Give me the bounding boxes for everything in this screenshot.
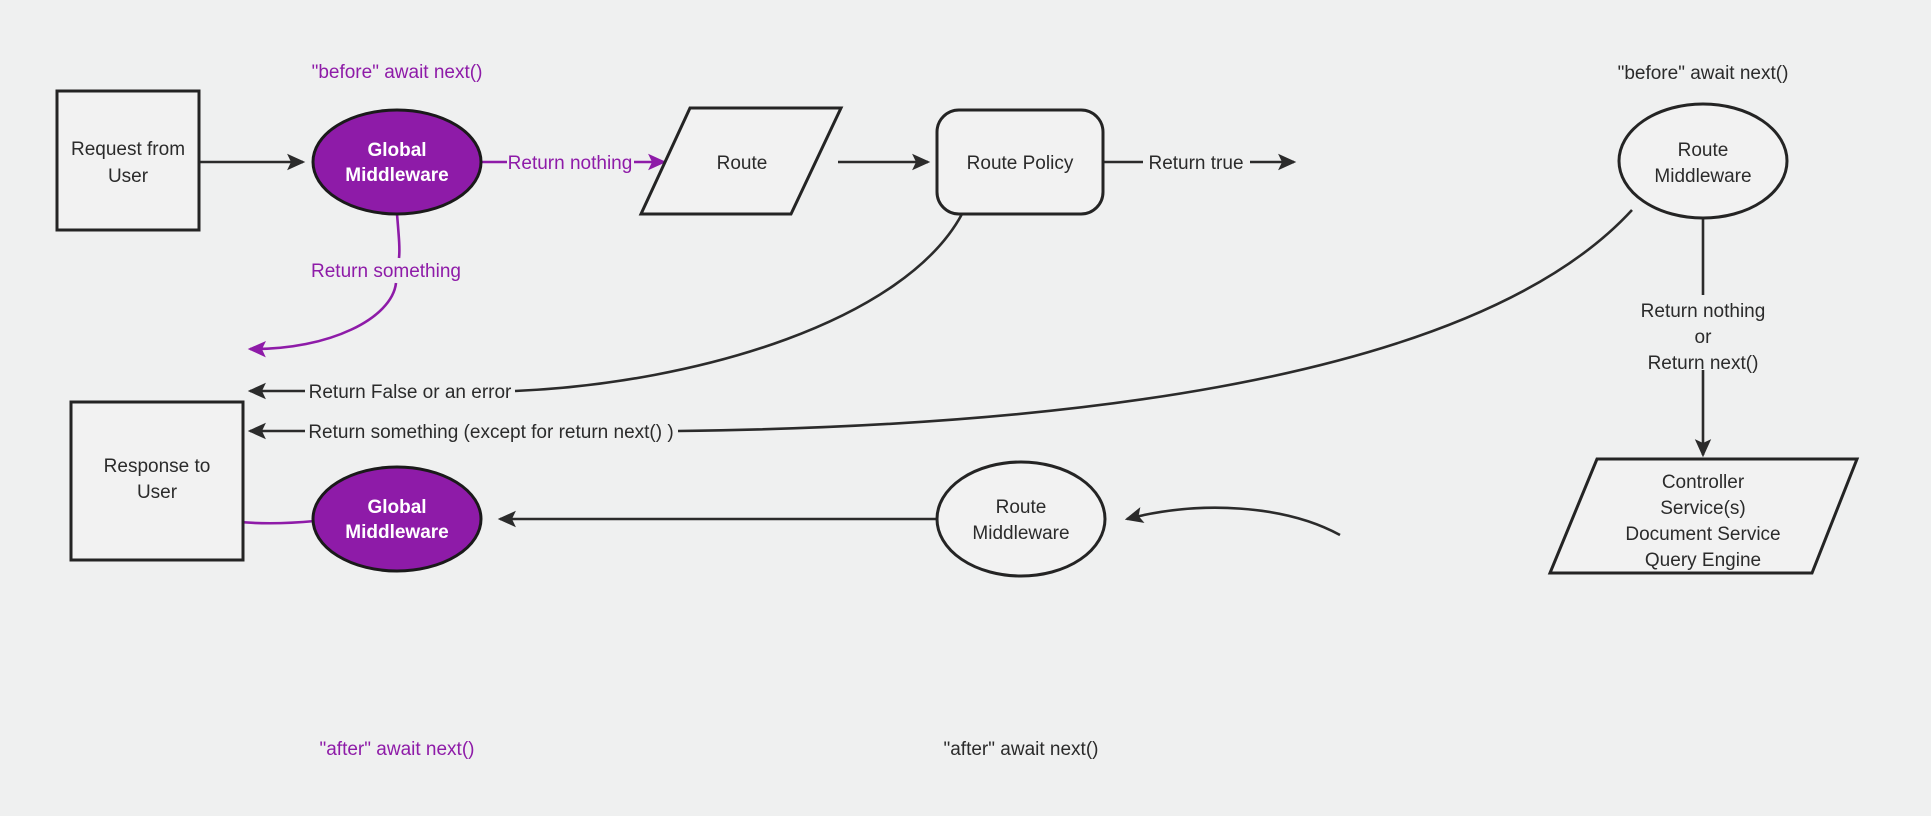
global-middleware-top-label-line1: Global: [367, 140, 426, 161]
global-middleware-top-shape: [311, 108, 483, 216]
annotation-before-await-next-left: "before" await next(): [312, 62, 483, 83]
controller-label-line3: Document Service: [1625, 524, 1780, 545]
route-middleware-bottom-shape: [935, 460, 1107, 578]
controller-label-line4: Query Engine: [1645, 550, 1761, 571]
route-middleware-top-shape: [1617, 102, 1789, 220]
route-shape: [638, 106, 844, 216]
request-label-line1: Request from: [71, 139, 185, 160]
route-label: Route: [717, 153, 768, 174]
edge-label-return-true: Return true: [1148, 153, 1243, 174]
edge-label-return-nothing-line1: Return nothing: [1641, 301, 1766, 322]
route-middleware-top-label-line1: Route: [1678, 140, 1729, 161]
edge-label-return-something: Return something: [311, 261, 461, 282]
node-global-middleware-top[interactable]: Global Middleware: [311, 108, 483, 216]
controller-label-line1: Controller: [1662, 472, 1745, 493]
edge-label-return-false-or-error: Return False or an error: [309, 382, 512, 403]
edge-return-something-stub-top: [395, 213, 401, 259]
edge-label-return-something-except-next: Return something (except for return next…: [308, 422, 673, 443]
node-controller-services[interactable]: Controller Service(s) Document Service Q…: [1547, 457, 1860, 575]
global-middleware-bottom-label-line1: Global: [367, 497, 426, 518]
edge-route-policy-to-response-false: [514, 213, 964, 393]
route-policy-shape: [935, 108, 1105, 216]
response-box-shape: [69, 400, 245, 562]
global-middleware-bottom-shape: [311, 465, 483, 573]
edge-route-middleware-to-response-something: [677, 209, 1633, 433]
route-middleware-top-label-line2: Middleware: [1654, 166, 1751, 187]
edge-label-return-next: Return next(): [1648, 353, 1759, 374]
response-label-line1: Response to: [104, 456, 211, 477]
node-route-policy[interactable]: Route Policy: [935, 108, 1105, 216]
node-route[interactable]: Route: [638, 106, 844, 216]
route-middleware-bottom-label-line2: Middleware: [972, 523, 1069, 544]
request-box-shape: [55, 89, 201, 232]
annotation-after-await-next-left: "after" await next(): [320, 739, 475, 760]
route-middleware-bottom-label-line1: Route: [996, 497, 1047, 518]
request-label-line2: User: [108, 166, 149, 187]
controller-label-line2: Service(s): [1660, 498, 1746, 519]
node-request-from-user[interactable]: Request from User: [55, 89, 201, 232]
controller-shape: [1547, 457, 1860, 575]
node-route-middleware-bottom[interactable]: Route Middleware: [935, 460, 1107, 578]
node-route-middleware-top[interactable]: Route Middleware: [1617, 102, 1789, 220]
global-middleware-bottom-label-line2: Middleware: [345, 522, 448, 543]
edge-label-return-nothing-line2: or: [1695, 327, 1713, 348]
response-label-line2: User: [137, 482, 178, 503]
node-global-middleware-bottom[interactable]: Global Middleware: [311, 465, 483, 573]
node-response-to-user[interactable]: Response to User: [69, 400, 245, 562]
route-policy-label: Route Policy: [967, 153, 1074, 174]
edge-label-return-nothing: Return nothing: [508, 153, 633, 174]
edge-return-something-to-response: [247, 282, 398, 358]
edge-controller-to-route-middleware-bottom: [1124, 506, 1341, 537]
annotation-after-await-next-right: "after" await next(): [944, 739, 1099, 760]
annotation-before-await-next-right: "before" await next(): [1618, 63, 1789, 84]
global-middleware-top-label-line2: Middleware: [345, 165, 448, 186]
